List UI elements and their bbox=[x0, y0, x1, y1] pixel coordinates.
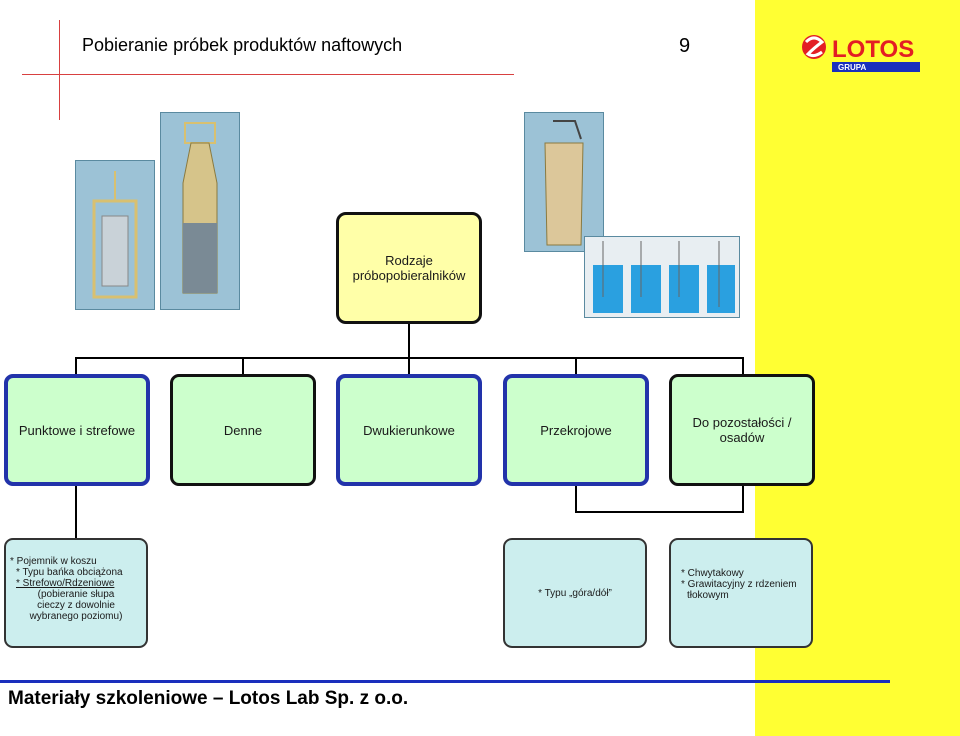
detail-line: * Typu „góra/dół” bbox=[538, 587, 612, 599]
connector-cat4 bbox=[575, 357, 577, 376]
bottle-sampler-image bbox=[182, 122, 218, 294]
category-label: Punktowe i strefowe bbox=[18, 422, 136, 438]
connector-cat5 bbox=[742, 357, 744, 376]
category-przekrojowe: Przekrojowe bbox=[503, 374, 649, 486]
connector-detail-bus bbox=[575, 511, 744, 513]
detail-przekrojowe: * Typu „góra/dół” bbox=[503, 538, 647, 648]
root-line-2: próbopobieralników bbox=[352, 268, 466, 283]
category-label: Denne bbox=[223, 422, 263, 438]
detail-line: * Grawitacyjny z rdzeniem bbox=[681, 579, 797, 590]
category-label: Do pozostałości / osadów bbox=[692, 415, 792, 445]
category-osady: Do pozostałości / osadów bbox=[669, 374, 815, 486]
svg-text:GRUPA: GRUPA bbox=[838, 63, 867, 72]
header-rule bbox=[22, 74, 514, 75]
category-dwukierunkowe: Dwukierunkowe bbox=[336, 374, 482, 486]
connector-cat2 bbox=[242, 357, 244, 376]
lotos-logo-graphic: LOTOS GRUPA bbox=[802, 35, 920, 72]
basket-sampler-image bbox=[92, 171, 138, 299]
category-denne: Denne bbox=[170, 374, 316, 486]
detail-line: * Strefowo/Rdzeniowe bbox=[16, 578, 115, 589]
header-margin-line bbox=[59, 20, 60, 120]
category-label: Dwukierunkowe bbox=[363, 422, 455, 438]
level-samplers-image bbox=[593, 241, 735, 313]
footer-text: Materiały szkoleniowe – Lotos Lab Sp. z … bbox=[8, 688, 409, 709]
connector-detail1 bbox=[75, 486, 77, 540]
category-punktowe: Punktowe i strefowe bbox=[4, 374, 150, 486]
detail-line: wybranego poziomu) bbox=[29, 611, 123, 622]
svg-text:LOTOS: LOTOS bbox=[832, 36, 914, 63]
connector-cat1 bbox=[75, 357, 77, 376]
detail-line: * Pojemnik w koszu bbox=[10, 556, 97, 567]
footer-rule bbox=[0, 680, 890, 683]
sampler-photo-bottle bbox=[160, 112, 240, 310]
root-line-1: Rodzaje bbox=[385, 253, 433, 268]
root-node: Rodzaje próbopobieralników bbox=[336, 212, 482, 324]
sampler-photo-cylinder bbox=[524, 112, 604, 252]
detail-line: tłokowym bbox=[687, 590, 729, 601]
detail-line: (pobieranie słupa bbox=[37, 589, 115, 600]
detail-punktowe: * Pojemnik w koszu * Typu bańka obciążon… bbox=[4, 538, 148, 648]
connector-cat3 bbox=[408, 357, 410, 376]
page-number: 9 bbox=[679, 35, 691, 57]
detail-line: cieczy z dowolnie bbox=[37, 600, 115, 611]
lotos-logo: LOTOS GRUPA bbox=[800, 30, 925, 76]
detail-line: * Typu bańka obciążona bbox=[16, 567, 123, 578]
sampler-photo-series bbox=[584, 236, 740, 318]
connector-root-down bbox=[408, 324, 410, 358]
slide-title: Pobieranie próbek produktów naftowych bbox=[82, 35, 403, 55]
sampler-photo-basket bbox=[75, 160, 155, 310]
detail-osady: * Chwytakowy * Grawitacyjny z rdzeniem t… bbox=[669, 538, 813, 648]
category-label: Przekrojowe bbox=[540, 422, 612, 438]
cylinder-sampler-image bbox=[544, 120, 584, 246]
connector-detail2 bbox=[575, 486, 577, 512]
detail-line: * Chwytakowy bbox=[681, 568, 744, 579]
connector-detail3 bbox=[742, 486, 744, 512]
